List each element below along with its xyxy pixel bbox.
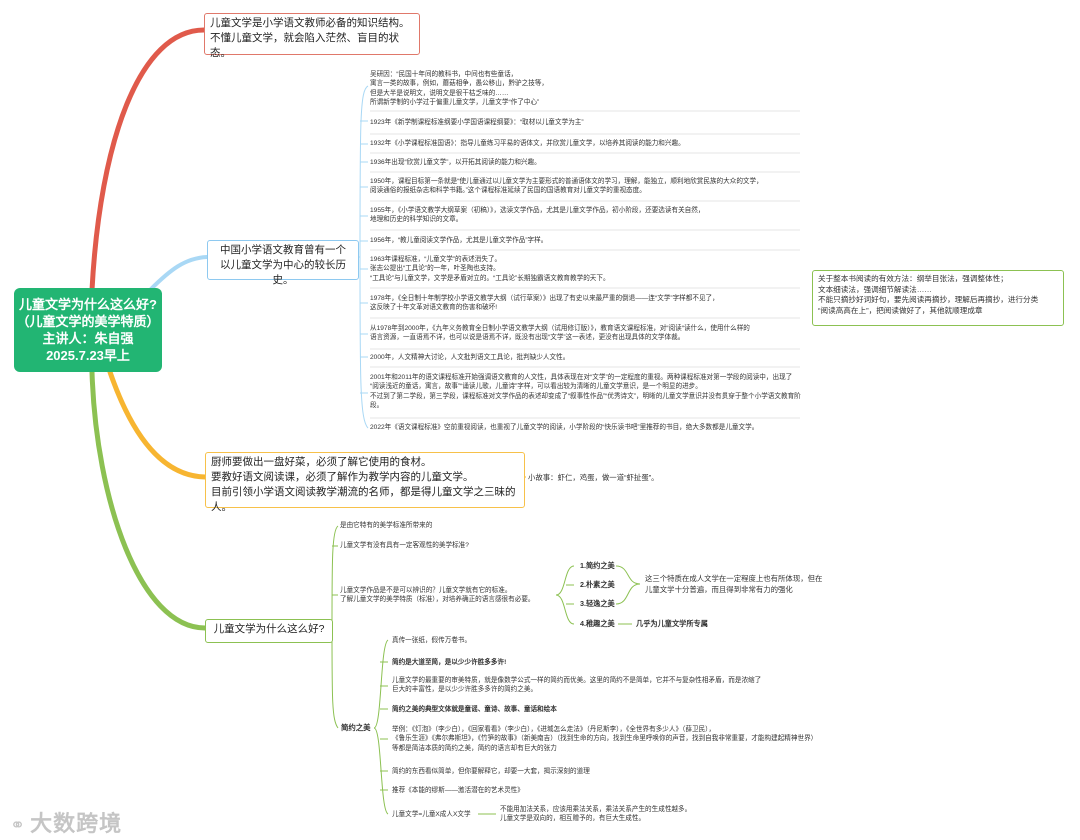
multiplication-note[interactable]: 不能用加法关系，应该用乘法关系，乘法关系产生的生成性越多。 儿童文学是双向的，相… (500, 806, 692, 823)
branch3-line: 厨师要做出一盘好菜，必须了解它使用的食材。 (211, 456, 432, 468)
link-branch1 (89, 27, 207, 293)
root-title: 儿童文学为什么这么好? (19, 297, 157, 312)
features-note[interactable]: 这三个特质在成人文学在一定程度上也有所体现，但在 儿童文学十分普遍，而且得到非常… (645, 574, 823, 594)
root-date: 2025.7.23早上 (46, 348, 130, 363)
link-branch3 (107, 369, 208, 480)
branch3-line: 目前引领小学语文阅读教学潮流的名师，都是得儿童文学之三昧的人。 (211, 486, 516, 513)
link-branch4 (89, 369, 208, 631)
root-speaker: 主讲人：朱自强 (42, 331, 134, 346)
history-note-1936[interactable]: 1936年出现“欣赏儿童文学”，以开拓其阅读的能力和兴趣。 (370, 159, 541, 166)
simplicity-item[interactable]: 真传一张纸，假传万卷书。 (392, 637, 472, 644)
history-note-1932[interactable]: 1932年《小学课程标准国语》：指导儿童练习平易的语体文，并欣赏儿童文学，以培养… (370, 140, 685, 147)
feature4-note[interactable]: 几乎为儿童文学所专属 (636, 619, 708, 628)
simplicity-item[interactable]: 儿童文学=儿童X成人X文学 (392, 811, 471, 818)
branch2-line: 以儿童文学为中心的较长历史。 (220, 259, 346, 286)
simplicity-item[interactable]: 推荐《本能的缪斯——激活潜在的艺术灵性》 (392, 787, 524, 794)
b4-sub-objective[interactable]: 儿童文学有没有具有一定客观性的美学标准? (340, 542, 469, 549)
branch3-line: 要教好语文阅读课，必须了解作为教学内容的儿童文学。 (211, 471, 474, 483)
simplicity-label[interactable]: 简约之美 (341, 723, 371, 732)
watermark: ⚭大数跨境 (10, 811, 123, 836)
link-branch2 (148, 255, 209, 292)
b4-sub-identifiable[interactable]: 儿童文学作品是不是可以辨识的？儿童文学就有它的标准。 了解儿童文学的美学特质（标… (340, 587, 535, 604)
history-note-1955[interactable]: 1955年，《小学语文教学大纲草案（初稿）》，选读文学作品，尤其是儿童文学作品，… (370, 207, 705, 224)
history-note-wu[interactable]: 吴研因：“民国十年间的教科书，中间也有些童话， 寓言一类的故事，例如，蘑菇相争，… (370, 71, 549, 107)
branch2-topic[interactable]: 中国小学语文教育曾有一个 以儿童文学为中心的较长历史。 (207, 240, 359, 286)
history-note-1950[interactable]: 1950年，课程目标第一条就是“使儿童通过以儿童文学为主要形式的普通语体文的学习… (370, 178, 763, 195)
branch1-line: 儿童文学是小学语文教师必备的知识结构。 (210, 17, 410, 29)
branch3-topic[interactable]: 厨师要做出一盘好菜，必须了解它使用的食材。 要教好语文阅读课，必须了解作为教学内… (205, 452, 525, 513)
history-note-2001-2011[interactable]: 2001年和2011年的语文课程标准开始强调语文教育的人文性，具体表现在对“文学… (370, 374, 801, 410)
branch1-line: 不懂儿童文学，就会陷入茫然、盲目的状态。 (210, 32, 399, 59)
branch2-line: 中国小学语文教育曾有一个 (220, 244, 346, 256)
feature-plainness[interactable]: 2.朴素之美 (580, 580, 615, 589)
simplicity-item[interactable]: 简约是大道至简，是以少少许胜多多许! (392, 659, 507, 666)
simplicity-item[interactable]: 儿童文学的最重要的审美特质，就是像数学公式一样的简约而优美。这里的简约不是简单，… (392, 677, 762, 694)
simplicity-item[interactable]: 简约之美的典型文体就是童谣、童诗、故事、童话和绘本 (392, 706, 557, 713)
history-note-2022[interactable]: 2022年《语文课程标准》空前重视阅读，也重视了儿童文学的阅读，小学阶段的“快乐… (370, 424, 759, 431)
history-note-1956[interactable]: 1956年，“教儿童阅读文学作品，尤其是儿童文学作品”字样。 (370, 237, 548, 244)
watermark-logo-icon: ⚭ (10, 815, 27, 835)
bracket-features (555, 565, 575, 625)
bracket-branch4-top (331, 525, 339, 629)
whole-book-reading-note[interactable]: 关于整本书阅读的有效方法：纲举目张法，强调整体性； 文本细读法，强调细节解读法…… (812, 270, 1064, 326)
root-subtitle: （儿童文学的美学特质） (16, 314, 160, 329)
history-note-2000[interactable]: 2000年，人文精神大讨论，人文批判语文工具论，批判缺少人文性。 (370, 354, 570, 361)
feature-childlike[interactable]: 4.稚趣之美 (580, 619, 615, 628)
history-note-1978[interactable]: 1978年，《全日制十年制学校小学语文教学大纲（试行草案）》出现了有史以来最严重… (370, 295, 719, 312)
branch1-topic[interactable]: 儿童文学是小学语文教师必备的知识结构。 不懂儿童文学，就会陷入茫然、盲目的状态。 (204, 13, 420, 59)
story-note[interactable]: 小故事：虾仁，鸡蛋，做一道“虾扯蛋”。 (528, 473, 659, 482)
simplicity-item[interactable]: 简约的东西看似简单，但你要解释它，却要一大套，揭示深刻的道理 (392, 768, 590, 775)
root-topic[interactable]: 儿童文学为什么这么好? （儿童文学的美学特质） 主讲人：朱自强 2025.7.2… (14, 288, 162, 372)
feature-simplicity[interactable]: 1.简约之美 (580, 561, 615, 570)
bracket-branch2 (359, 85, 369, 429)
b4-sub-standard[interactable]: 是由它特有的美学标准所带来的 (340, 522, 433, 529)
simplicity-item[interactable]: 举例：《灯泡》（李少白），《回家看看》（李少白），《进城怎么走法》（丹尼斯李），… (392, 726, 818, 752)
history-note-1963[interactable]: 1963年课程标准，“儿童文学”的表述消失了。 张志公提出“工具论”的一年，叶圣… (370, 256, 610, 282)
bracket-branch4-bottom (331, 627, 389, 815)
history-note-1978-2000[interactable]: 从1978年到2000年，《九年义务教育全日制小学语文教学大纲（试用修订版）》，… (370, 325, 750, 342)
history-note-1923[interactable]: 1923年《新学制课程标准纲要小学国语课程纲要》：“取材以儿童文学为主” (370, 119, 584, 126)
branch4-topic[interactable]: 儿童文学为什么这么好? (205, 619, 333, 643)
feature-lightness[interactable]: 3.轻逸之美 (580, 599, 615, 608)
